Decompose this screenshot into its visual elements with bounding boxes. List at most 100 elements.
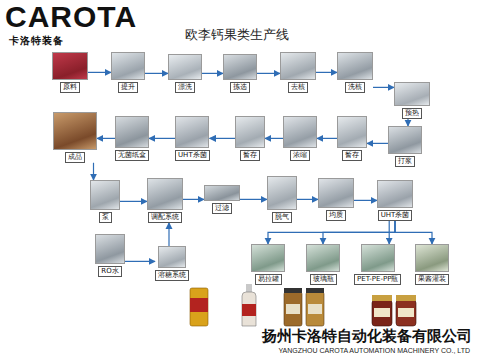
process-station: 脱气 [267, 176, 297, 223]
machine-photo [53, 112, 97, 150]
flow-arrow [407, 119, 408, 126]
machine-photo [280, 52, 316, 80]
flow-arrow [323, 221, 395, 244]
station-label: 过滤 [212, 203, 232, 214]
flow-arrow [389, 221, 390, 244]
machine-photo [377, 180, 413, 208]
process-station: 过滤 [204, 185, 240, 214]
machine-photo [204, 185, 240, 201]
process-station: 暂存 [337, 116, 367, 161]
process-station: 提升 [111, 52, 145, 93]
flow-arrow [268, 221, 395, 244]
station-label: 调配系统 [148, 212, 182, 223]
station-label: 预热 [402, 108, 422, 119]
flow-arrow [297, 199, 318, 200]
flow-arrow [125, 261, 155, 262]
machine-photo [158, 246, 186, 268]
company-name-english: YANGZHOU CAROTA AUTOMATION MACHINERY CO.… [278, 347, 470, 355]
machine-photo [115, 116, 149, 148]
flow-arrow [317, 138, 337, 139]
machine-photo [394, 82, 430, 106]
station-label: 打浆 [395, 156, 415, 167]
product-jam-jars [372, 295, 416, 326]
flow-arrow [202, 73, 223, 74]
station-label: 洗核 [345, 82, 365, 93]
flow-arrow [373, 87, 394, 88]
station-label: PET-PE-PP瓶 [354, 274, 401, 285]
station-label: 易拉罐 [255, 274, 282, 285]
flow-arrow [145, 73, 168, 74]
machine-photo [168, 54, 202, 80]
flow-arrow [149, 138, 175, 139]
machine-photo [306, 244, 340, 272]
machine-photo [415, 244, 449, 272]
station-label: 无菌纸盒 [115, 150, 149, 161]
process-station: RO水 [95, 234, 125, 277]
flow-arrow [257, 73, 280, 74]
product-can [190, 288, 208, 326]
process-station: 浓缩 [283, 116, 317, 161]
flow-arrow [183, 199, 204, 200]
process-station: 漂洗 [168, 54, 202, 93]
flow-arrow [354, 200, 377, 201]
flow-arrow [210, 138, 235, 139]
flow-arrow [265, 138, 283, 139]
station-label: 浓缩 [290, 150, 310, 161]
process-station: UHT杀菌 [377, 180, 413, 221]
process-station: 玻璃瓶 [306, 244, 340, 285]
machine-photo [147, 178, 183, 210]
product-bottle [242, 284, 256, 326]
station-label: 泵 [99, 212, 112, 223]
station-label: 暂存 [240, 150, 260, 161]
diagram-title: 欧李钙果类生产线 [185, 26, 289, 44]
process-station: 原料 [52, 52, 88, 93]
machine-photo [267, 176, 297, 210]
station-label: 原料 [60, 82, 80, 93]
station-label: 漂洗 [175, 82, 195, 93]
flow-arrow [97, 138, 115, 139]
machine-photo [251, 244, 285, 272]
machine-photo [337, 116, 367, 148]
station-label: UHT杀菌 [175, 150, 210, 161]
company-name: 扬州卡洛特自动化装备有限公司 [262, 328, 472, 345]
process-station: 调配系统 [147, 178, 183, 223]
flow-arrow [367, 143, 388, 144]
station-label: 玻璃瓶 [310, 274, 337, 285]
machine-photo [52, 52, 88, 80]
station-label: 暂存 [342, 150, 362, 161]
station-label: 提升 [118, 82, 138, 93]
process-station: PET-PE-PP瓶 [354, 244, 401, 285]
station-label: 溶糖系统 [155, 270, 189, 281]
process-station: 打浆 [388, 126, 422, 167]
process-station: 易拉罐 [251, 244, 285, 285]
flow-arrow [395, 221, 432, 244]
station-label: 均质 [326, 210, 346, 221]
process-station: 去核 [280, 52, 316, 93]
flow-arrow [120, 201, 147, 202]
brand-logo: CAROTA [5, 0, 137, 33]
process-station: 成品 [53, 112, 97, 163]
machine-photo [111, 52, 145, 80]
process-station: 无菌纸盒 [115, 116, 149, 161]
machine-photo [235, 116, 265, 148]
product-jars [284, 288, 324, 326]
process-station: 均质 [318, 178, 354, 221]
process-station: 泵 [90, 180, 120, 223]
process-station: 溶糖系统 [155, 246, 189, 281]
machine-photo [361, 244, 395, 272]
flow-arrow [88, 72, 111, 73]
flow-arrow [93, 163, 94, 180]
machine-photo [95, 234, 125, 264]
machine-photo [388, 126, 422, 154]
machine-photo [337, 52, 373, 80]
process-station: 暂存 [235, 116, 265, 161]
flow-arrow [240, 199, 267, 200]
flow-arrow [316, 72, 337, 73]
brand-subtitle: 卡洛特装备 [9, 35, 64, 46]
machine-photo [318, 178, 354, 208]
station-label: 脱气 [272, 212, 292, 223]
station-label: 成品 [65, 152, 85, 163]
process-station: 果酱灌装 [415, 244, 449, 285]
station-label: RO水 [98, 266, 121, 277]
station-label: 拣选 [230, 82, 250, 93]
